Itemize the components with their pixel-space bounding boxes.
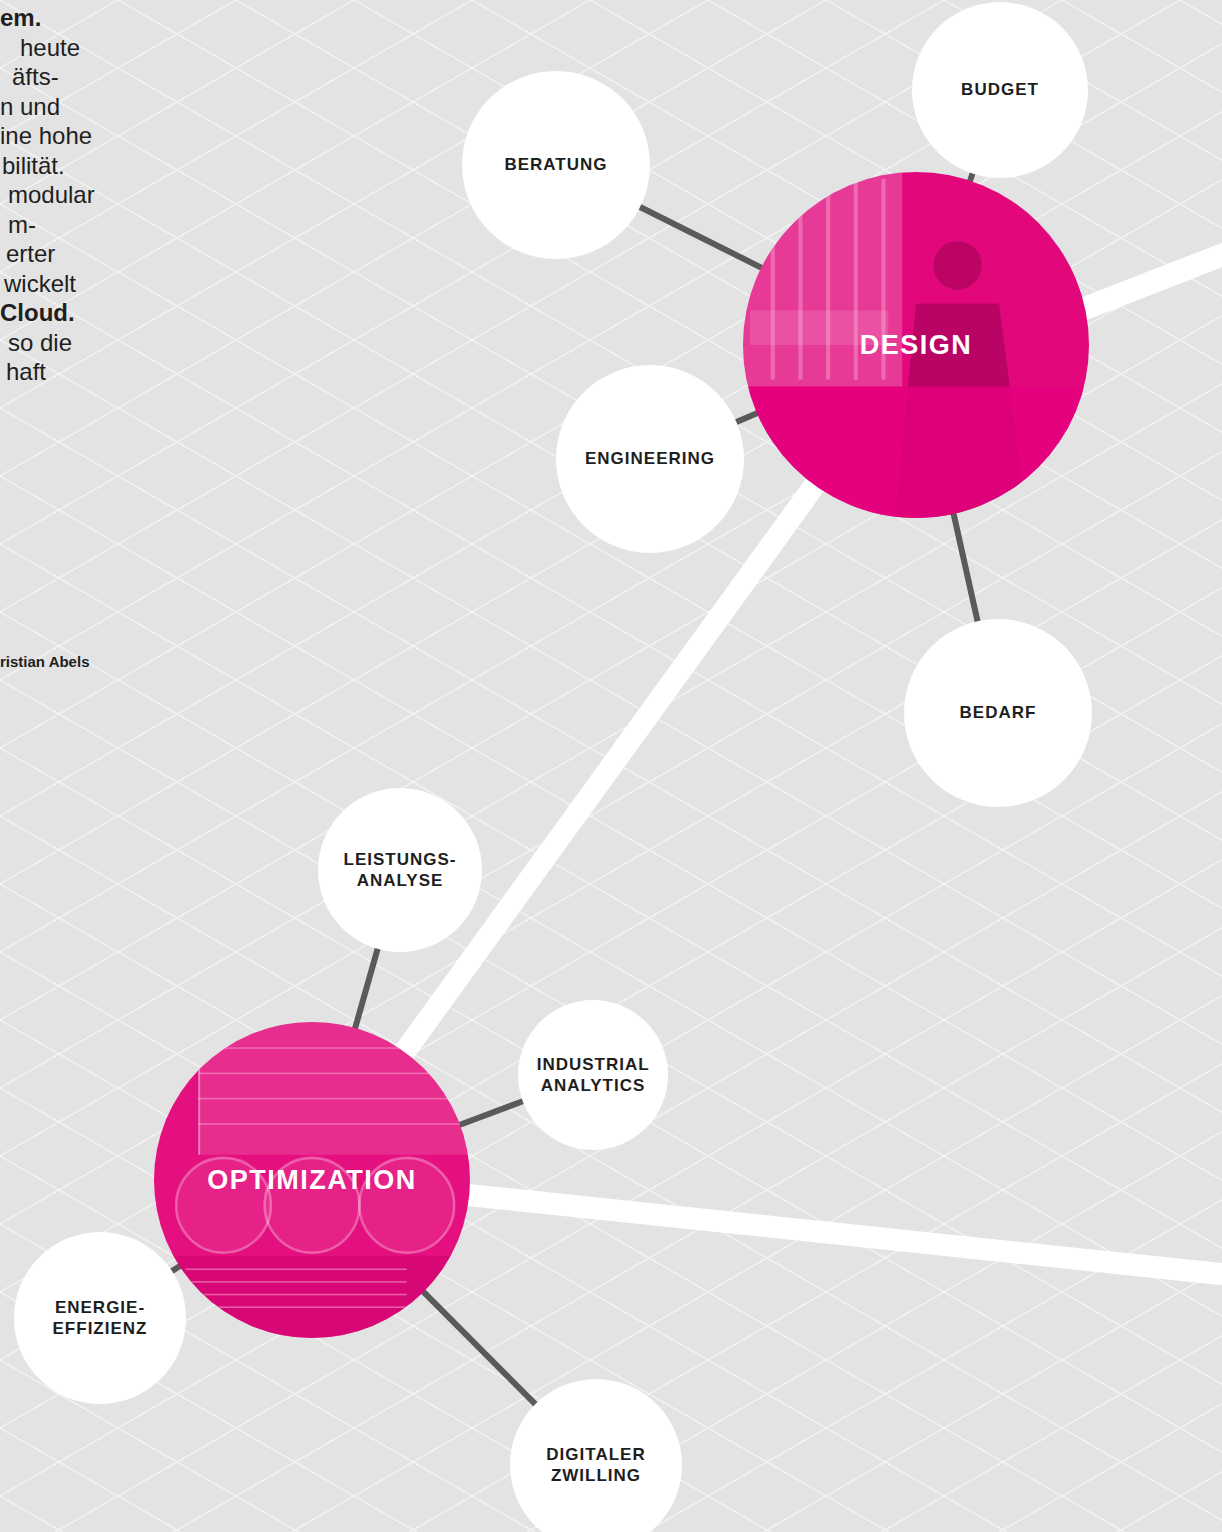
topic-circle: BEDARF [904,619,1092,807]
hub-link [405,485,815,1052]
paragraph-fragment: heute [20,33,80,63]
topic-label: BERATUNG [504,154,607,175]
text-wrap: BEDARF [960,702,1037,723]
circle-fill [462,71,650,259]
circle-fill [556,365,744,553]
spoke-line [970,174,972,181]
text-wrap: DESIGN [860,329,973,361]
spoke-line [640,207,761,268]
hub-title: OPTIMIZATION [207,1164,416,1196]
topic-circle: ENERGIE- EFFIZIENZ [14,1232,186,1404]
circle-shape [14,1232,186,1404]
offpage-link [440,1192,1222,1276]
paragraph-fragment: wickelt [4,269,76,299]
topic-label: ENERGIE- EFFIZIENZ [53,1297,148,1340]
hub-photo [743,172,1089,518]
hub-photo [154,1022,470,1338]
paragraph-fragment: äfts- [12,62,59,92]
topic-label: LEISTUNGS- ANALYSE [344,849,457,892]
text-wrap: OPTIMIZATION [207,1164,416,1196]
spoke-line [736,413,757,422]
paragraph-fragment: em. [0,3,41,33]
circle-fill [510,1379,682,1532]
topic-label: BEDARF [960,702,1037,723]
circle-fill [518,1000,668,1150]
circle-fill [14,1232,186,1404]
paragraph-fragment: erter [6,239,55,269]
hub-circle: DESIGN [743,172,1089,518]
paragraph-fragment: haft [6,357,46,387]
hub-title: DESIGN [860,329,973,361]
topic-circle: INDUSTRIAL ANALYTICS [518,1000,668,1150]
circle-shape [518,1000,668,1150]
circle-shape [318,788,482,952]
text-wrap: DIGITALER ZWILLING [546,1444,645,1487]
paragraph-fragment: m- [8,210,36,240]
topic-circle: DIGITALER ZWILLING [510,1379,682,1532]
topic-label: DIGITALER ZWILLING [546,1444,645,1487]
topic-label: ENGINEERING [585,448,715,469]
paragraph-fragment: Cloud. [0,298,75,328]
author-credit: ristian Abels [0,652,89,672]
text-wrap: ENERGIE- EFFIZIENZ [53,1297,148,1340]
text-wrap: LEISTUNGS- ANALYSE [344,849,457,892]
spoke-line [424,1292,536,1404]
spoke-line [355,949,377,1028]
topic-circle: BUDGET [912,2,1088,178]
paragraph-fragment: modular [8,180,95,210]
hub-circle: OPTIMIZATION [154,1022,470,1338]
spoke-line [954,514,978,621]
paragraph-fragment: ine hohe [0,121,92,151]
topic-circle: LEISTUNGS- ANALYSE [318,788,482,952]
spoke-line [172,1266,180,1271]
paragraph-fragment: so die [8,328,72,358]
paragraph-fragment: bilität. [2,151,65,181]
topic-label: BUDGET [961,79,1039,100]
circle-fill [912,2,1088,178]
circle-fill [318,788,482,952]
topic-label: INDUSTRIAL ANALYTICS [537,1054,650,1097]
spoke-line [460,1101,523,1124]
text-wrap: BUDGET [961,79,1039,100]
topic-circle: BERATUNG [462,71,650,259]
text-wrap: INDUSTRIAL ANALYTICS [537,1054,650,1097]
text-wrap: ENGINEERING [585,448,715,469]
paragraph-fragment: n und [0,92,60,122]
topic-circle: ENGINEERING [556,365,744,553]
text-wrap: BERATUNG [504,154,607,175]
circle-fill [904,619,1092,807]
